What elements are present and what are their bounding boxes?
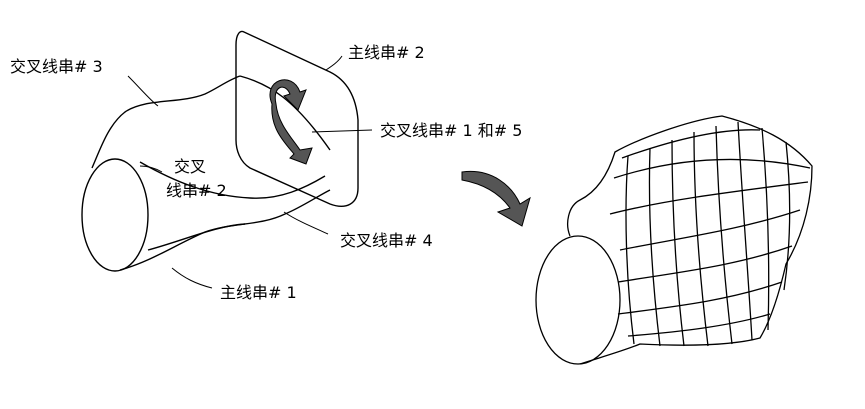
leader-cross-2	[139, 165, 163, 173]
mesh-line-trans-4	[693, 131, 709, 347]
surface-end-cap	[535, 235, 621, 365]
label-main-string-2: 主线串# 2	[348, 43, 425, 62]
label-main-string-1: 主线串# 1	[220, 283, 297, 302]
mesh-line-long-7	[627, 313, 771, 337]
mesh-line-long-3	[613, 158, 811, 179]
mesh-line-long-2	[609, 181, 809, 215]
mesh-line-trans-5	[715, 125, 733, 345]
mesh-line-trans-1	[625, 155, 635, 345]
cross-string-3-curve	[91, 75, 241, 169]
mesh-line-trans-7	[761, 127, 770, 331]
mesh-line-long-5	[617, 245, 793, 283]
label-cross-string-1-5: 交叉线串# 1 和# 5	[380, 121, 523, 140]
leader-cross-3	[127, 75, 159, 107]
mesh-line-long-6	[617, 281, 783, 315]
mesh-line-long-4	[621, 129, 761, 159]
leader-main-1	[171, 267, 213, 289]
label-cross-string-4: 交叉线串# 4	[340, 231, 433, 250]
label-cross-string-2-line2: 线串# 2	[166, 181, 227, 200]
cross-string-inner-curve	[147, 223, 246, 251]
main-string-1-curve	[81, 158, 149, 272]
cross-string-1-curve	[239, 75, 331, 151]
surface-outline	[567, 115, 813, 365]
main-string-2-plate	[235, 30, 359, 207]
mesh-line-trans-8	[783, 141, 791, 291]
rotate-arrow-icon	[269, 79, 313, 165]
cross-string-2-curve	[139, 161, 326, 199]
mesh-line-trans-3	[671, 139, 685, 347]
mesh-line-long-1	[619, 209, 801, 251]
curved-arrow-icon	[461, 170, 531, 227]
meshed-surface	[535, 115, 813, 365]
cross-string-4-curve	[119, 189, 331, 271]
mesh-line-trans-2	[648, 147, 661, 347]
leader-main-2	[325, 55, 343, 71]
leader-cross-1-5	[311, 129, 373, 133]
label-cross-string-3: 交叉线串# 3	[10, 57, 103, 76]
mesh-line-trans-6	[737, 121, 753, 341]
leader-cross-4	[283, 211, 329, 235]
label-cross-string-2-line1: 交叉	[174, 157, 207, 176]
string-wireframe	[81, 30, 373, 289]
